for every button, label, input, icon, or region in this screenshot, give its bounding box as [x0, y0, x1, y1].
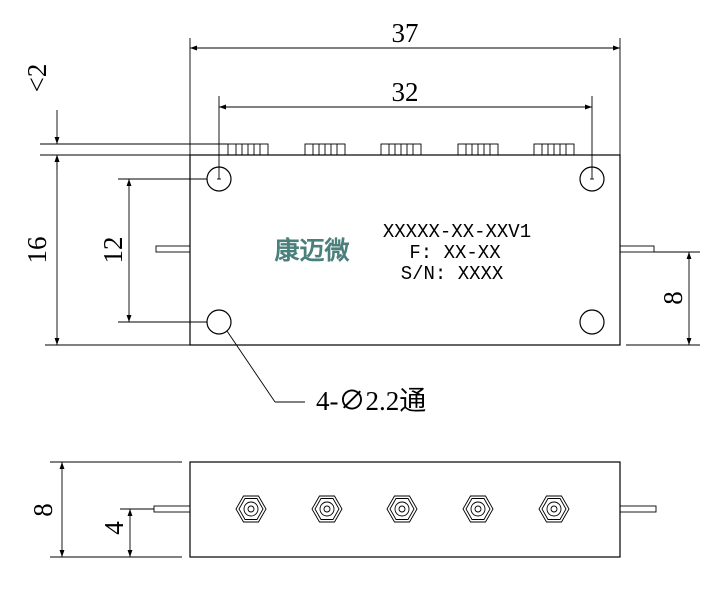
dimension-pin-height: 8	[626, 251, 700, 346]
dim-8-side-text: 8	[28, 503, 58, 517]
top-right-pin	[619, 245, 655, 253]
top-connectors	[227, 143, 575, 156]
side-left-pin	[153, 505, 191, 513]
dimension-connector-protrusion: <2	[22, 64, 228, 170]
brand-logo: 康迈微	[274, 236, 349, 265]
hole-callout-text: 4-∅2.2通	[316, 386, 426, 416]
dim-37-text: 37	[392, 18, 419, 48]
model-number: XXXXX-XX-XXV1	[383, 221, 531, 243]
hole-callout: 4-∅2.2通	[226, 330, 426, 416]
dim-8-right-text: 8	[658, 291, 688, 305]
dimension-thickness: 8	[28, 461, 182, 558]
dim-12-text: 12	[98, 237, 128, 264]
side-connectors	[235, 495, 570, 523]
dimension-body-height: 16	[22, 155, 190, 346]
dim-16-text: 16	[22, 237, 52, 264]
product-label: 康迈微 XXXXX-XX-XXV1 F: XX-XX S/N: XXXX	[274, 221, 531, 285]
dim-4-text: 4	[99, 521, 129, 535]
dimension-overall-width: 37	[189, 18, 621, 155]
top-left-pin	[155, 245, 191, 253]
dimension-hole-vertical-spacing: 12	[98, 178, 207, 323]
dim-32-text: 32	[392, 77, 419, 107]
top-view: 37 32 <2 16 12	[22, 18, 700, 416]
top-body-outline	[189, 154, 621, 346]
side-view: 8 4	[28, 461, 657, 558]
dimension-side-pin-height: 4	[99, 508, 154, 557]
dim-lt2-text: <2	[22, 64, 52, 93]
mount-hole-bottom-right	[579, 309, 605, 335]
dimension-hole-spacing: 32	[218, 77, 593, 179]
serial-number: S/N: XXXX	[401, 263, 504, 285]
side-right-pin	[619, 505, 657, 513]
mount-hole-bottom-left	[206, 309, 232, 335]
frequency-label: F: XX-XX	[409, 242, 501, 264]
